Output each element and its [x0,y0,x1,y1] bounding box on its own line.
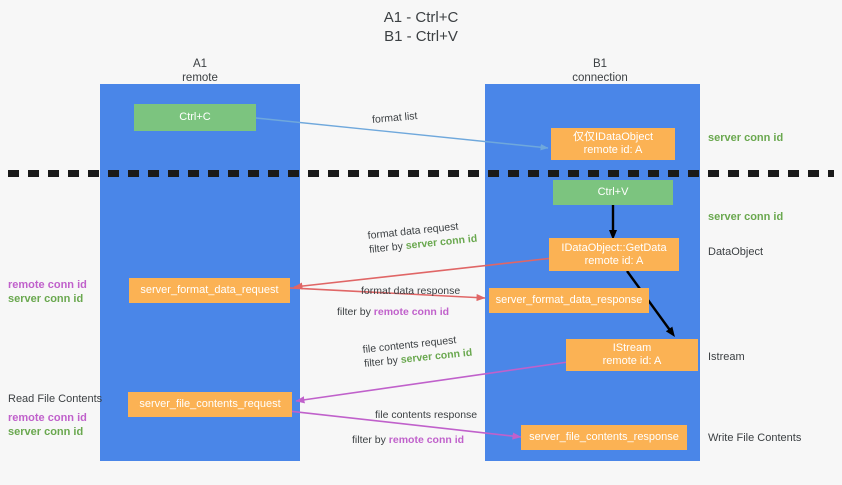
node-idataobject-line1: 仅仅IDataObject [572,131,654,143]
edge-label-format-data-response-filter: filter by remote conn id [337,305,449,319]
node-ctrl-v-label: Ctrl+V [597,186,629,198]
column-header-a1: A1 remote [130,58,270,85]
arrow-format-data-request [293,257,554,290]
node-ctrl-c[interactable]: Ctrl+C [134,104,256,131]
column-header-b1: B1 connection [530,58,670,85]
arrow-file-contents-request [295,361,569,404]
edge-fcresp-filter-value: remote conn id [388,434,465,446]
node-idataobject-getdata[interactable]: IDataObject::GetData remote id: A [549,238,679,271]
left-server-conn-id-2: server conn id [8,426,84,438]
node-getdata-line2: remote id: A [584,254,644,267]
column-b1-name: B1 [592,58,608,70]
edge-fcresp-filter-prefix: filter by [352,434,389,446]
node-file-cont-req-label: server_file_contents_request [139,398,281,410]
node-ctrl-v[interactable]: Ctrl+V [553,180,673,205]
edge-label-format-data-response: format data response [361,284,460,298]
right-label-istream: Istream [708,351,745,363]
column-a1-name: A1 [192,58,208,70]
arrow-format-list [255,117,549,151]
left-label-read-file-contents: Read File Contents [8,393,103,405]
edge-fdresp-text: format data response [361,285,461,297]
right-label-server-conn-id-top: server conn id [708,132,784,144]
column-a1-sub: remote [182,71,218,84]
node-fmt-data-req-label: server_format_data_request [140,284,279,296]
node-fmt-data-resp-label: server_format_data_response [495,294,643,306]
edge-format-list-text: format list [371,110,418,126]
node-file-cont-resp-label: server_file_contents_response [529,431,679,443]
arrow-getdata-to-istream [626,270,675,338]
page-title: A1 - Ctrl+C B1 - Ctrl+V [0,8,842,46]
node-server-file-contents-response[interactable]: server_file_contents_response [521,425,687,450]
left-label-conn-ids-1: remote conn id server conn id [8,278,87,306]
column-b1-sub: connection [572,71,628,84]
node-idataobject-line2: remote id: A [583,144,643,156]
node-istream-line2: remote id: A [602,355,662,367]
node-istream-line1: IStream [612,342,652,354]
edge-fdreq-filter-prefix: filter by [368,240,407,256]
node-idataobject[interactable]: 仅仅IDataObject remote id: A [551,128,675,160]
left-remote-conn-id-2: remote conn id [8,412,87,424]
edge-fdresp-filter-prefix: filter by [337,306,374,318]
right-label-server-conn-id-mid: server conn id [708,211,784,223]
node-server-format-data-request[interactable]: server_format_data_request [129,278,290,303]
edge-fdresp-filter-value: remote conn id [373,306,450,318]
right-label-write-file-contents: Write File Contents [708,432,802,444]
node-server-file-contents-request[interactable]: server_file_contents_request [128,392,292,417]
node-istream[interactable]: IStream remote id: A [566,339,698,371]
left-remote-conn-id-1: remote conn id [8,279,87,291]
title-line-2: B1 - Ctrl+V [384,28,458,45]
right-label-dataobject: DataObject [708,246,764,258]
node-getdata-line1: IDataObject::GetData [561,241,667,254]
node-ctrl-c-label: Ctrl+C [179,111,211,123]
node-server-format-data-response[interactable]: server_format_data_response [489,288,649,313]
title-line-1: A1 - Ctrl+C [383,9,459,26]
edge-label-file-contents-response-filter: filter by remote conn id [352,433,464,447]
edge-fcresp-text: file contents response [375,409,478,421]
edge-fcreq-filter-prefix: filter by [363,354,402,370]
left-server-conn-id-1: server conn id [8,293,84,305]
edge-label-file-contents-response: file contents response [375,408,477,422]
left-label-conn-ids-2: remote conn id server conn id [8,411,87,439]
